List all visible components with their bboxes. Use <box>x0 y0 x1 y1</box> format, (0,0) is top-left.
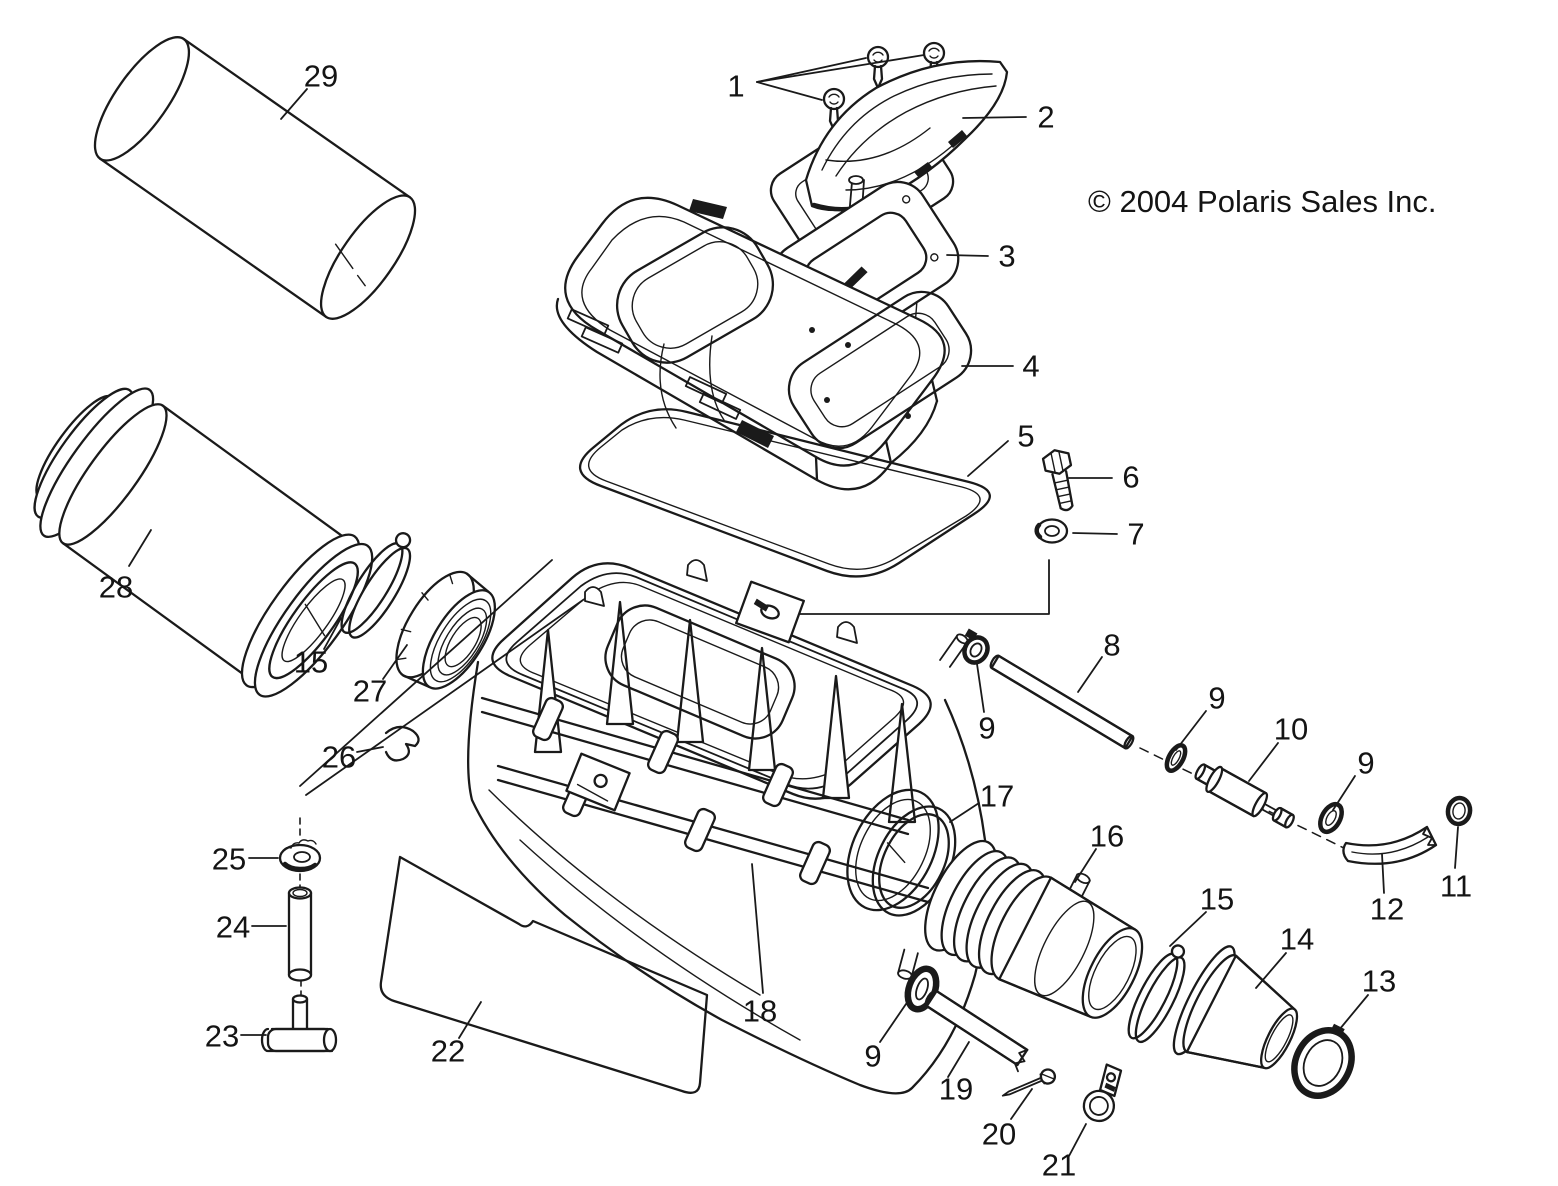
callout-leader-7-6 <box>1072 532 1118 535</box>
callout-leader-1-0 <box>756 54 925 83</box>
part-callout-22-24: 22 <box>431 1034 465 1069</box>
callout-leader-12-13 <box>1381 853 1385 894</box>
part-15-clamp-lower <box>1127 944 1186 1044</box>
callout-leader-28-31 <box>128 529 152 567</box>
part-28-air-filter <box>33 387 374 698</box>
callout-leader-1-0 <box>756 57 867 83</box>
part-callout-9-9: 9 <box>1208 681 1225 716</box>
callout-leader-16-17 <box>1074 848 1097 883</box>
callout-leader-17-18 <box>949 802 980 823</box>
part-5-cover-seal <box>578 408 991 578</box>
part-callout-9-20: 9 <box>864 1039 881 1074</box>
callout-leader-9-9 <box>1175 710 1207 751</box>
drain-nipple-lower <box>897 948 919 980</box>
part-callout-13-14: 13 <box>1362 964 1396 999</box>
part-29-intake-tube <box>93 36 417 320</box>
part-24-drain-tube <box>287 886 313 982</box>
part-callout-23-25: 23 <box>205 1019 239 1054</box>
part-callout-2-1: 2 <box>1037 100 1054 135</box>
part-callout-6-5: 6 <box>1122 460 1139 495</box>
part-14-rubber-boot <box>1172 945 1299 1070</box>
callout-leader-18-19 <box>751 863 764 994</box>
part-10-drain-valve <box>1194 763 1295 829</box>
callout-leader-8-7 <box>1077 656 1103 693</box>
callout-leader-15-30 <box>323 617 342 650</box>
part-26-clip <box>384 725 420 762</box>
airbox-outlet-port <box>846 788 940 912</box>
callout-leader-15-16 <box>1169 911 1207 947</box>
part-callout-7-6: 7 <box>1127 517 1144 552</box>
part-9-clamp-a <box>962 628 990 665</box>
part-callout-20-22: 20 <box>982 1117 1016 1152</box>
part-callout-9-11: 9 <box>1357 746 1374 781</box>
callout-leader-9-20 <box>879 1003 907 1043</box>
callout-leader-29-32 <box>280 88 308 120</box>
callout-leader-26-28 <box>356 746 384 753</box>
part-6-bolt <box>1041 449 1074 512</box>
part-callout-17-18: 17 <box>980 779 1014 814</box>
callout-leader-2-1 <box>962 116 1027 119</box>
part-7-washer <box>799 518 1069 615</box>
callout-layer: 1234567899109111213141516171891920212223… <box>99 54 1472 1183</box>
part-callout-5-4: 5 <box>1017 419 1034 454</box>
part-8-drain-tube <box>989 654 1135 750</box>
part-4-airbox-cover <box>555 196 973 491</box>
callout-leader-20-22 <box>1010 1088 1033 1120</box>
part-27-collar-nut <box>395 570 497 690</box>
part-callout-18-19: 18 <box>743 994 777 1029</box>
callout-leader-3-2 <box>946 254 989 257</box>
callout-leader-13-14 <box>1338 994 1369 1031</box>
callout-leader-11-12 <box>1454 826 1459 869</box>
part-9-washer-b <box>1164 743 1188 773</box>
drain-assembly-axis <box>299 817 302 997</box>
part-callout-10-10: 10 <box>1274 712 1308 747</box>
callout-leader-1-0 <box>756 81 823 101</box>
part-21-clamp-bracket <box>1082 1063 1123 1123</box>
callout-leader-9-11 <box>1332 775 1356 811</box>
callout-leader-27-29 <box>382 644 408 680</box>
part-15-clamp-left <box>340 532 412 639</box>
part-callout-15-16: 15 <box>1200 882 1234 917</box>
copyright-text: © 2004 Polaris Sales Inc. <box>1088 184 1437 219</box>
part-callout-24-26: 24 <box>216 910 250 945</box>
callout-leader-5-4 <box>967 440 1009 477</box>
part-callout-29-32: 29 <box>304 59 338 94</box>
part-callout-11-12: 11 <box>1440 869 1472 904</box>
part-20-screw <box>1001 1068 1057 1097</box>
part-callout-9-8: 9 <box>978 711 995 746</box>
part-callout-28-31: 28 <box>99 570 133 605</box>
part-16-boot-adapter <box>924 839 1144 1019</box>
callout-leader-22-24 <box>458 1001 482 1039</box>
part-12-drain-hose <box>1342 825 1438 865</box>
part-11-ring <box>1445 795 1473 827</box>
part-callout-16-17: 16 <box>1090 819 1124 854</box>
part-13-clamp-ring <box>1291 1023 1355 1099</box>
part-25-drain-cap <box>278 839 322 873</box>
part-callout-25-27: 25 <box>212 842 246 877</box>
part-callout-14-15: 14 <box>1280 922 1314 957</box>
part-22-side-panel <box>379 855 709 1094</box>
callout-leader-19-21 <box>947 1041 970 1078</box>
part-callout-1-0: 1 <box>727 69 744 104</box>
part-19-vent-hose <box>924 989 1029 1073</box>
part-callout-4-3: 4 <box>1022 349 1039 384</box>
drain-nipple-upper <box>939 633 969 668</box>
part-callout-26-28: 26 <box>322 740 356 775</box>
callout-leader-10-10 <box>1248 742 1279 782</box>
part-callout-27-29: 27 <box>353 674 387 709</box>
part-callout-19-21: 19 <box>939 1072 973 1107</box>
part-callout-15-30: 15 <box>294 645 328 680</box>
part-callout-8-7: 8 <box>1103 628 1120 663</box>
latch-bracket-upper <box>735 580 805 644</box>
latch-bracket-lower <box>565 752 631 812</box>
part-callout-12-13: 12 <box>1370 892 1404 927</box>
callout-leader-21-23 <box>1068 1123 1087 1157</box>
callout-leader-14-15 <box>1255 952 1287 989</box>
part-23-t-fitting <box>260 994 338 1053</box>
callout-leader-9-8 <box>976 663 985 713</box>
part-callout-21-23: 21 <box>1042 1148 1076 1183</box>
part-callout-3-2: 3 <box>998 239 1015 274</box>
part-9-washer-c <box>1318 801 1344 835</box>
